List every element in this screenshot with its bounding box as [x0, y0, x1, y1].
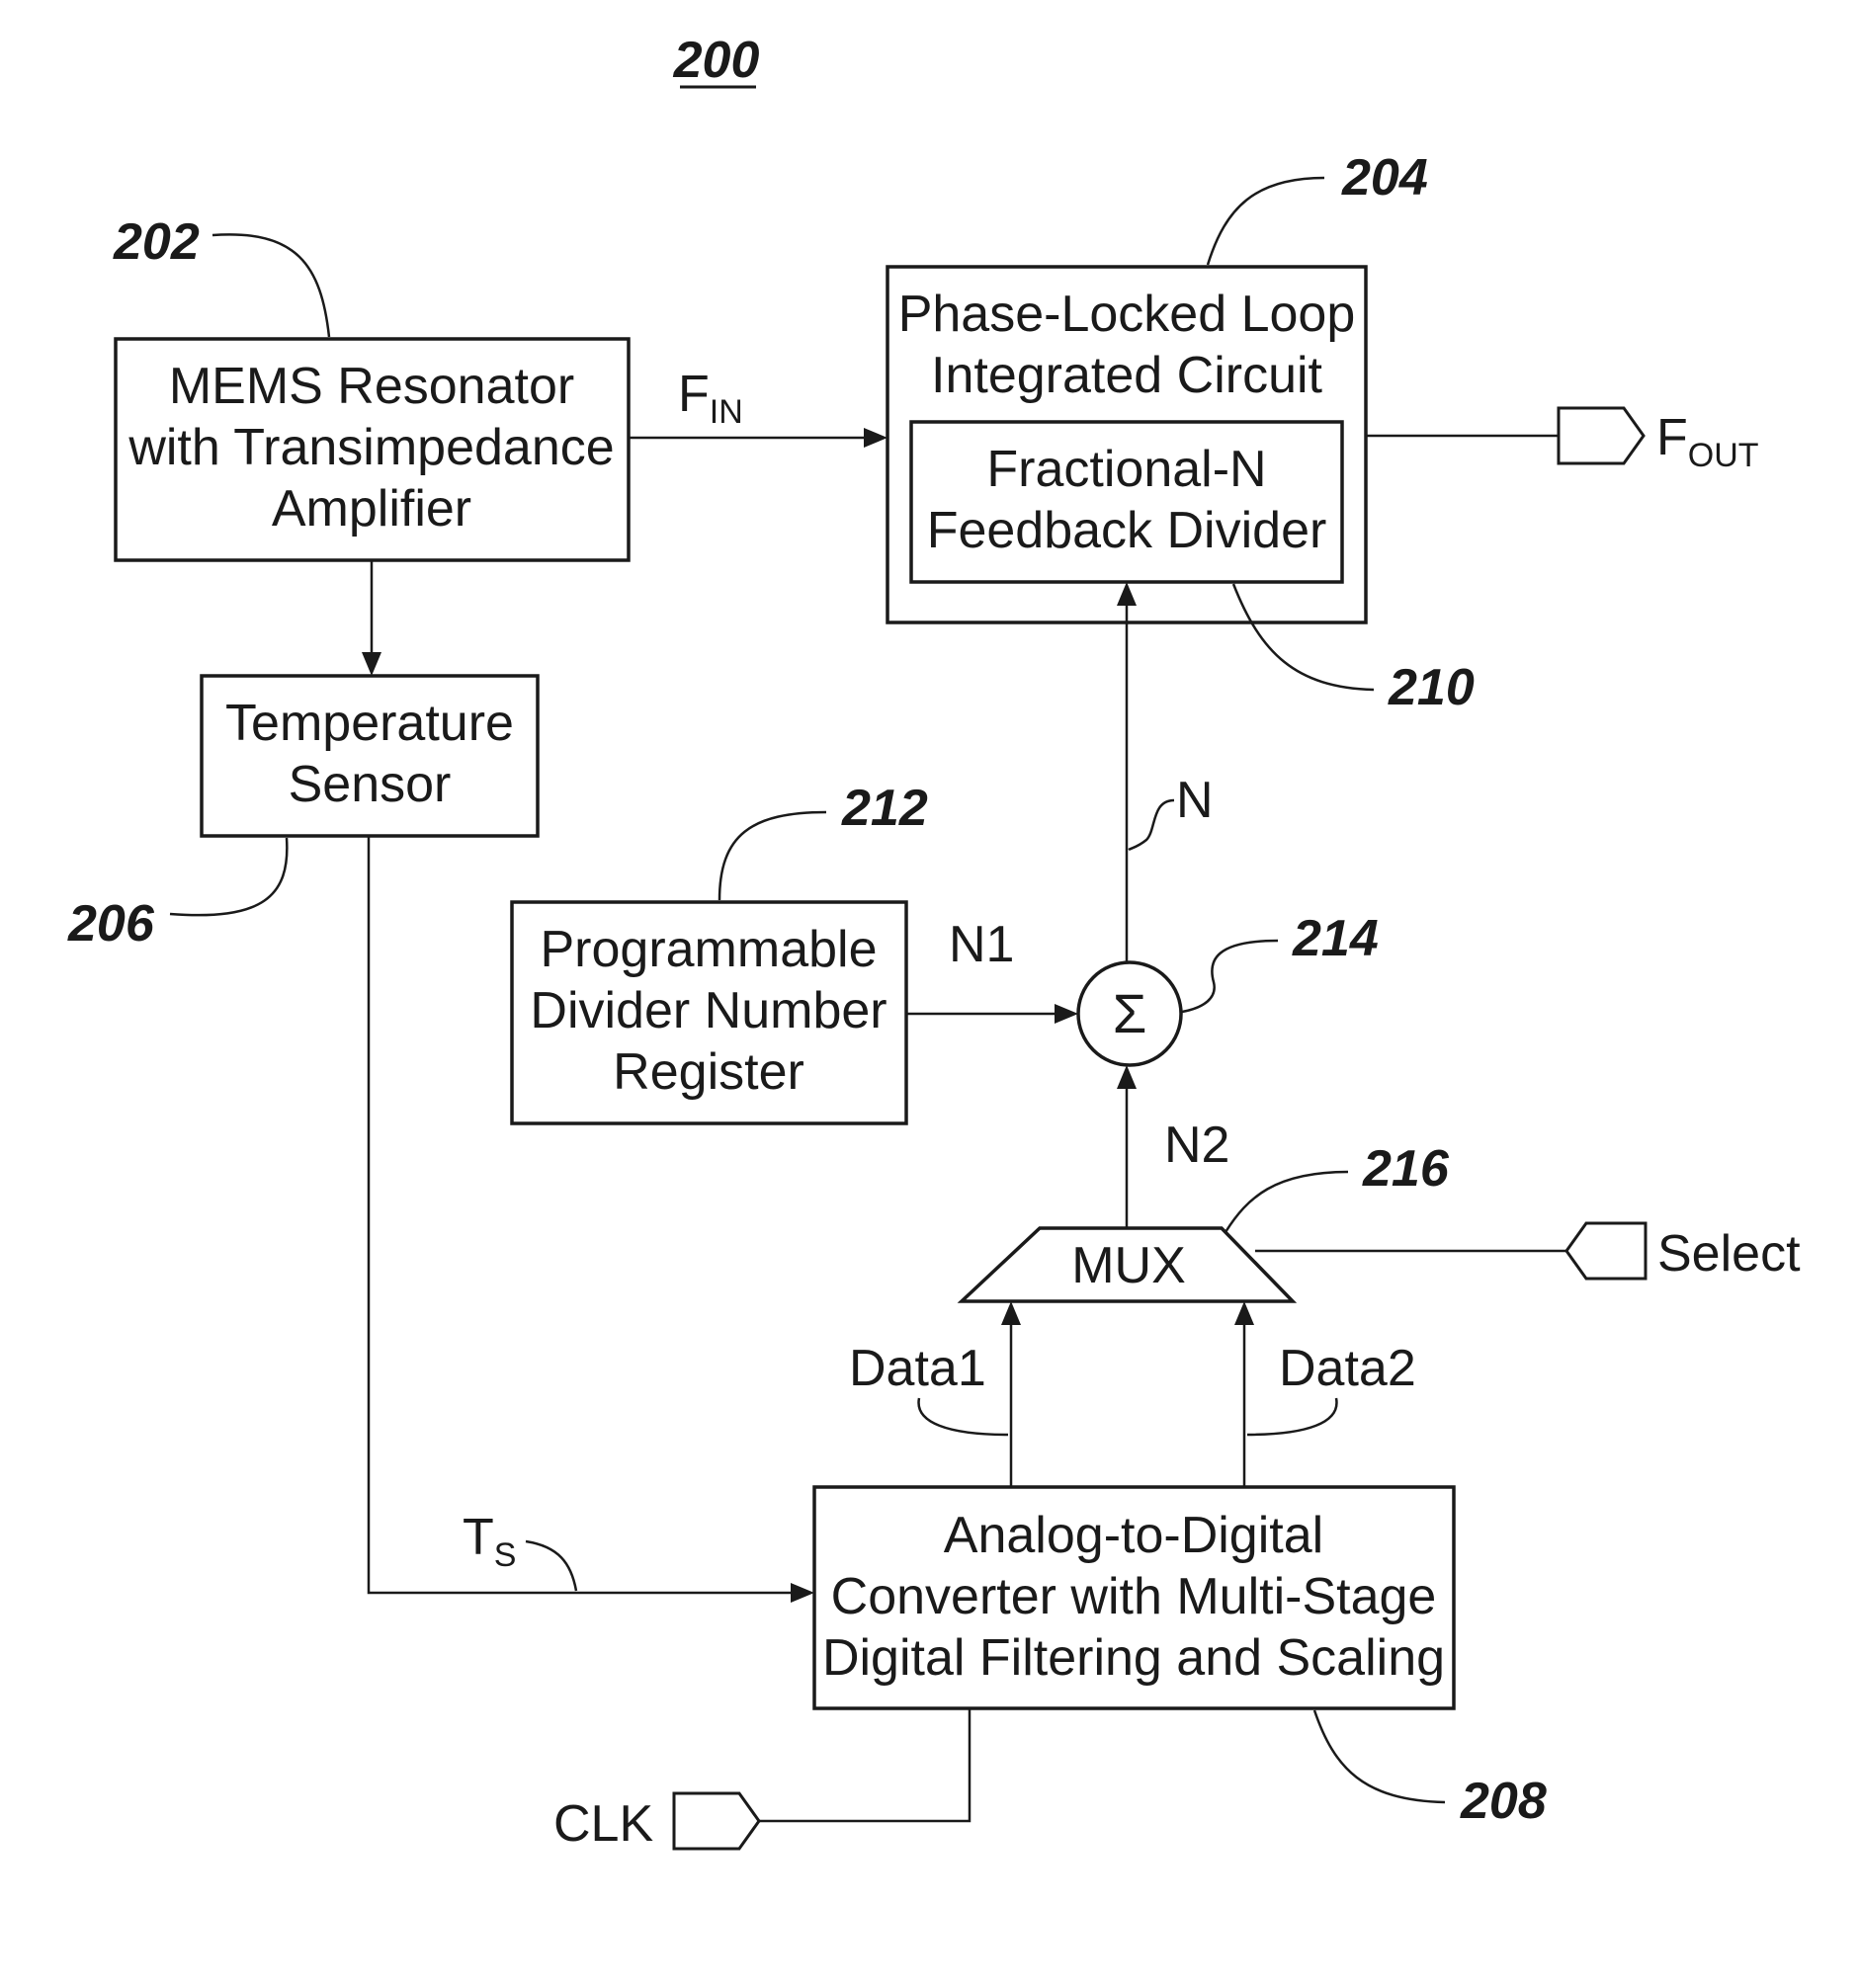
- mems-ref-number: 202: [113, 213, 200, 271]
- n-label: N: [1176, 772, 1214, 829]
- clk-connection: [759, 1708, 970, 1821]
- figure-number: 200: [673, 32, 760, 89]
- divider-ref-number: 210: [1388, 659, 1475, 716]
- temp-ref-number: 206: [67, 895, 155, 953]
- data1-connection: [1001, 1301, 1021, 1487]
- pll-label-line-1: Phase-Locked Loop: [898, 286, 1356, 343]
- pll-ref-leader: [1208, 178, 1324, 265]
- mems-label-line-2: with Transimpedance: [127, 419, 614, 476]
- adc-ref-number: 208: [1460, 1773, 1547, 1830]
- temp-label-line-2: Sensor: [289, 756, 452, 813]
- temperature-sensor-block: Temperature Sensor: [202, 676, 538, 836]
- clk-label: CLK: [553, 1795, 653, 1853]
- adc-label-line-2: Converter with Multi-Stage: [831, 1568, 1437, 1625]
- n-label-leader: [1129, 800, 1174, 850]
- select-port-icon: [1566, 1223, 1646, 1279]
- clk-port-icon: [674, 1793, 759, 1849]
- data2-connection: [1234, 1301, 1254, 1487]
- adc-label-line-1: Analog-to-Digital: [944, 1507, 1323, 1564]
- summing-junction: Σ: [1078, 962, 1181, 1065]
- sum-ref-leader: [1182, 941, 1278, 1012]
- fin-connection: [629, 428, 887, 448]
- divider-label-line-2: Feedback Divider: [927, 502, 1327, 559]
- mems-ref-leader: [212, 234, 329, 337]
- fout-label: FOUT: [1656, 409, 1759, 474]
- mems-label-line-3: Amplifier: [272, 480, 471, 538]
- adc-block: Analog-to-Digital Converter with Multi-S…: [814, 1487, 1454, 1708]
- register-ref-number: 212: [841, 780, 928, 837]
- adc-ref-leader: [1314, 1710, 1445, 1802]
- n-connection: [1117, 582, 1137, 962]
- pll-ref-number: 204: [1341, 149, 1428, 207]
- data2-label-leader: [1247, 1398, 1336, 1435]
- pll-label-line-2: Integrated Circuit: [931, 347, 1323, 404]
- data2-label: Data2: [1279, 1340, 1416, 1397]
- temp-ref-leader: [170, 838, 287, 915]
- sum-ref-number: 214: [1292, 910, 1379, 967]
- fractional-n-divider-block: Fractional-N Feedback Divider: [911, 422, 1342, 582]
- register-label-line-1: Programmable: [540, 921, 877, 978]
- divider-label-line-1: Fractional-N: [986, 441, 1266, 498]
- data1-label: Data1: [849, 1340, 986, 1397]
- register-label-line-2: Divider Number: [530, 982, 887, 1039]
- divider-number-register-block: Programmable Divider Number Register: [512, 902, 906, 1123]
- n1-label: N1: [949, 916, 1014, 973]
- temp-label-line-1: Temperature: [225, 695, 514, 752]
- mux-block: MUX: [962, 1228, 1293, 1301]
- sum-symbol: Σ: [1113, 982, 1147, 1044]
- mux-label: MUX: [1071, 1237, 1186, 1294]
- n1-connection: [906, 1004, 1078, 1024]
- mems-to-temp-connection: [362, 560, 381, 676]
- ts-label-leader: [526, 1541, 576, 1591]
- register-label-line-3: Register: [613, 1043, 804, 1101]
- mux-ref-leader: [1225, 1172, 1348, 1232]
- mems-label-line-1: MEMS Resonator: [169, 358, 574, 415]
- mems-resonator-block: MEMS Resonator with Transimpedance Ampli…: [116, 339, 629, 560]
- fin-label: FIN: [678, 366, 743, 431]
- select-label: Select: [1657, 1225, 1801, 1283]
- n2-label: N2: [1164, 1117, 1229, 1174]
- data1-label-leader: [919, 1398, 1008, 1435]
- fout-port-icon: [1559, 408, 1644, 463]
- register-ref-leader: [719, 812, 826, 900]
- ts-label: TS: [463, 1509, 516, 1574]
- n2-connection: [1117, 1065, 1137, 1228]
- mux-ref-number: 216: [1362, 1140, 1450, 1198]
- adc-label-line-3: Digital Filtering and Scaling: [822, 1629, 1445, 1687]
